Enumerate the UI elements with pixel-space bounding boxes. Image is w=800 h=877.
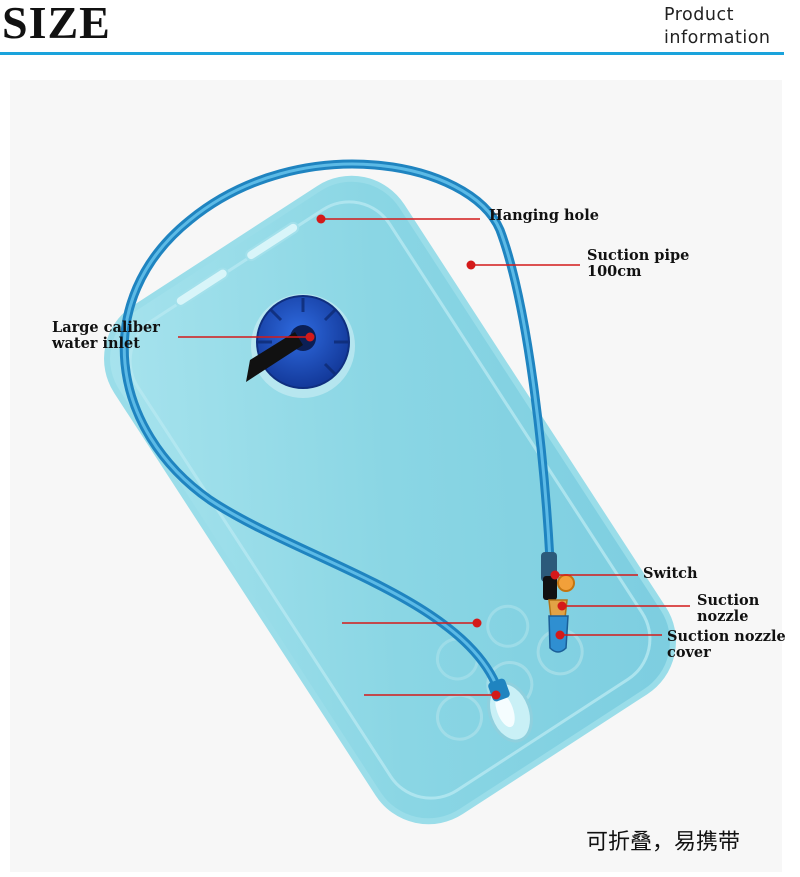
callout-suction-pipe: Suction pipe 100cm — [587, 248, 689, 280]
header-subtitle: Product information — [664, 4, 794, 50]
caption-foldable-portable: 可折叠，易携带 — [586, 830, 741, 855]
header-divider — [0, 52, 784, 55]
callout-nozzle-cover-line2: cover — [667, 644, 711, 661]
subtitle-line-2: information — [664, 28, 771, 48]
callout-switch: Switch — [643, 565, 698, 582]
water-inlet-cap — [246, 294, 355, 398]
hanging-slot — [174, 267, 229, 307]
subtitle-line-1: Product — [664, 5, 734, 25]
callout-suction-nozzle-line2: nozzle — [697, 608, 749, 625]
callout-leaders — [178, 214, 690, 700]
hanging-slot — [245, 221, 300, 262]
callout-water-inlet-line1: Large caliber — [52, 319, 160, 336]
callout-water-inlet: Large caliber water inlet — [52, 320, 160, 352]
callout-suction-nozzle-line1: Suction — [697, 592, 760, 609]
callout-nozzle-cover: Suction nozzle cover — [667, 629, 786, 661]
callout-nozzle-cover-line1: Suction nozzle — [667, 628, 786, 645]
callout-suction-pipe-line2: 100cm — [587, 263, 642, 280]
callout-water-inlet-line2: water inlet — [52, 335, 140, 352]
callout-suction-pipe-line1: Suction pipe — [587, 247, 690, 264]
callout-suction-nozzle: Suction nozzle — [697, 593, 759, 625]
callout-hanging-hole: Hanging hole — [489, 207, 599, 224]
switch-knob — [557, 574, 575, 592]
page-title: SIZE — [2, 0, 111, 48]
